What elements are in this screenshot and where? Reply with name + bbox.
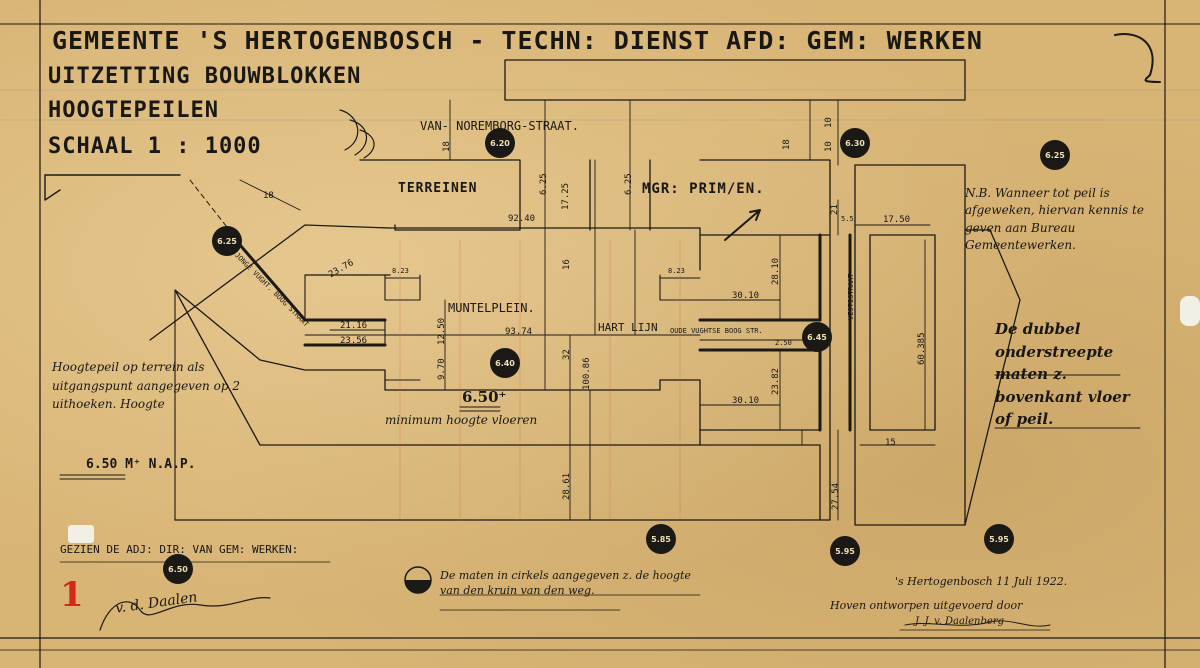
dimension-label: 8.23	[392, 267, 409, 275]
note-date: 's Hertogenbosch 11 Juli 1922.	[895, 575, 1068, 588]
level-circle: 6.25	[1040, 140, 1070, 170]
level-circle: 6.25	[212, 226, 242, 256]
paper-tear	[68, 525, 94, 543]
dimension-label: 18	[442, 141, 452, 152]
note-minimum-value: 6.50⁺	[462, 388, 507, 406]
street-oude-vughtse: OUDE VUGHTSE BOOG STR.	[670, 327, 763, 335]
level-circle: 6.30	[840, 128, 870, 158]
dimension-label: 32	[562, 349, 572, 360]
street-van-noremborg: VAN- NOREMBORG-STRAAT.	[420, 119, 579, 133]
label-terreinen: TERREINEN	[398, 181, 478, 196]
dimension-label: 23.56	[340, 336, 368, 346]
dimension-label: 5.5	[841, 215, 854, 223]
dimension-label: 17.25	[561, 182, 571, 210]
note-author-signature: J. J. v. Daalenberg	[915, 616, 1004, 627]
dimension-label: 10	[824, 117, 834, 128]
dimension-label: 92.40	[508, 214, 536, 224]
level-circle: 5.95	[830, 536, 860, 566]
note-nb: N.B. Wanneer tot peil is afgeweken, hier…	[965, 186, 1144, 253]
level-circle: 6.20	[485, 128, 515, 158]
dimension-label: 6.25	[539, 173, 549, 195]
dimension-label: 10	[824, 141, 834, 152]
label-muntelplein: MUNTELPLEIN.	[448, 301, 535, 315]
title-scale: SCHAAL 1 : 1000	[48, 134, 262, 159]
note-minimum-text: minimum hoogte vloeren	[385, 413, 538, 427]
dimension-label: 15	[885, 438, 896, 448]
level-circle: 6.45	[802, 322, 832, 352]
dimension-label: 93.74	[505, 327, 533, 337]
title-line-2: UITZETTING BOUWBLOKKEN	[48, 64, 362, 89]
dimension-label: 9.70	[437, 358, 447, 380]
dimension-label: 18	[263, 191, 274, 201]
dimension-label: 30.10	[732, 396, 760, 406]
title-line-1: GEMEENTE 'S HERTOGENBOSCH - TECHN: DIENS…	[52, 26, 983, 55]
dimension-label: 16	[562, 259, 572, 270]
dimension-label: 23.82	[771, 367, 781, 395]
dimension-label: 17.50	[883, 215, 911, 225]
dimension-label: 6.25	[624, 173, 634, 195]
note-peil-value: 6.50 M⁺ N.A.P.	[86, 457, 196, 472]
level-circle: 5.95	[984, 524, 1014, 554]
dimension-label: 28.10	[771, 257, 781, 285]
dimension-label: 60.385	[917, 332, 927, 365]
note-author: Hoven ontworpen uitgevoerd door	[830, 599, 1023, 612]
label-hart-lijn: HART LIJN	[598, 321, 658, 334]
note-dubbel: De dubbel onderstreepte maten z. bovenka…	[995, 320, 1130, 428]
dimension-label: 27.54	[831, 482, 841, 510]
dimension-label: 2.50	[775, 339, 792, 347]
dimension-label: 8.23	[668, 267, 685, 275]
dimension-label: 30.10	[732, 291, 760, 301]
dimension-label: 12.50	[437, 317, 447, 345]
label-mgr-prinsen: MGR: PRIM/EN.	[642, 181, 765, 197]
level-circle: 5.85	[646, 524, 676, 554]
sheet-number: 1	[60, 575, 84, 615]
level-circle: 6.50	[163, 554, 193, 584]
note-hoogtepeil: Hoogtepeil op terrein als uitgangspunt a…	[52, 360, 240, 412]
title-line-3: HOOGTEPEILEN	[48, 98, 219, 123]
paper-tear	[1180, 296, 1200, 326]
dimension-label: 21.16	[340, 321, 368, 331]
note-gezien: GEZIEN DE ADJ: DIR: VAN GEM: WERKEN:	[60, 543, 299, 556]
street-vestistraat: VESTISTRAAT	[847, 273, 855, 320]
dimension-label: 28.61	[562, 472, 572, 500]
dimension-label: 100.86	[582, 357, 592, 390]
note-legend: De maten in cirkels aangegeven z. de hoo…	[440, 569, 691, 598]
level-circle: 6.40	[490, 348, 520, 378]
dimension-label: 21	[830, 204, 840, 215]
dimension-label: 18	[782, 139, 792, 150]
